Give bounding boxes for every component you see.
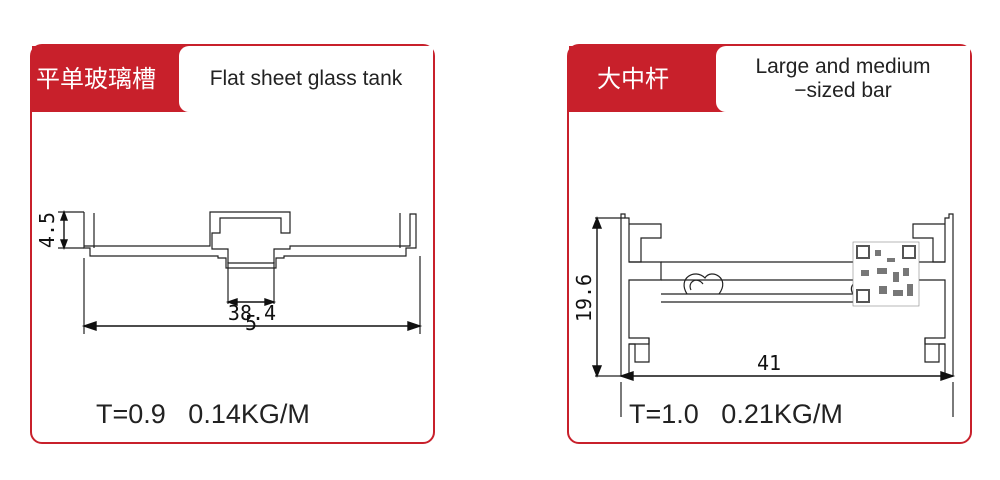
thickness-weight-spec: T=1.0 0.21KG/M bbox=[629, 399, 843, 429]
profile-card-glass-tank: 平单玻璃槽 Flat sheet glass tank bbox=[30, 44, 435, 444]
profile-name-en: Flat sheet glass tank bbox=[209, 67, 403, 90]
profile-name-en-box: Flat sheet glass tank bbox=[179, 46, 433, 112]
dim-height-label: 19.6 bbox=[572, 274, 596, 322]
dim-height-label: 4.5 bbox=[35, 212, 59, 248]
bar-width-dimension: 41 bbox=[618, 351, 956, 381]
qr-code-icon bbox=[852, 241, 920, 307]
dim-width-label: 41 bbox=[757, 351, 781, 375]
bar-right-column-outline bbox=[912, 213, 954, 377]
profile-name-cn: 大中杆 bbox=[597, 65, 669, 93]
profile-name-en: Large and medium −sized bar bbox=[755, 55, 931, 102]
glass-tank-profile-drawing: 38.4 5 4.5 bbox=[35, 210, 423, 335]
glass-tank-profile-outline bbox=[83, 211, 417, 269]
profile-name-en-box: Large and medium −sized bar bbox=[716, 46, 970, 112]
dim-slot-label: 5 bbox=[245, 311, 257, 335]
profile-name-cn: 平单玻璃槽 bbox=[36, 65, 156, 93]
bar-profile-drawing: 19.6 bbox=[572, 213, 954, 417]
profile-card-bar: 大中杆 Large and medium −sized bar bbox=[567, 44, 972, 444]
dim-width-label: 38.4 bbox=[228, 301, 276, 325]
thickness-weight-spec: T=0.9 0.14KG/M bbox=[96, 399, 310, 429]
card-header: 大中杆 Large and medium −sized bar bbox=[569, 46, 970, 112]
card-header: 平单玻璃槽 Flat sheet glass tank bbox=[32, 46, 433, 112]
bar-left-column-outline bbox=[620, 213, 662, 377]
bar-clip-outline bbox=[683, 273, 724, 295]
